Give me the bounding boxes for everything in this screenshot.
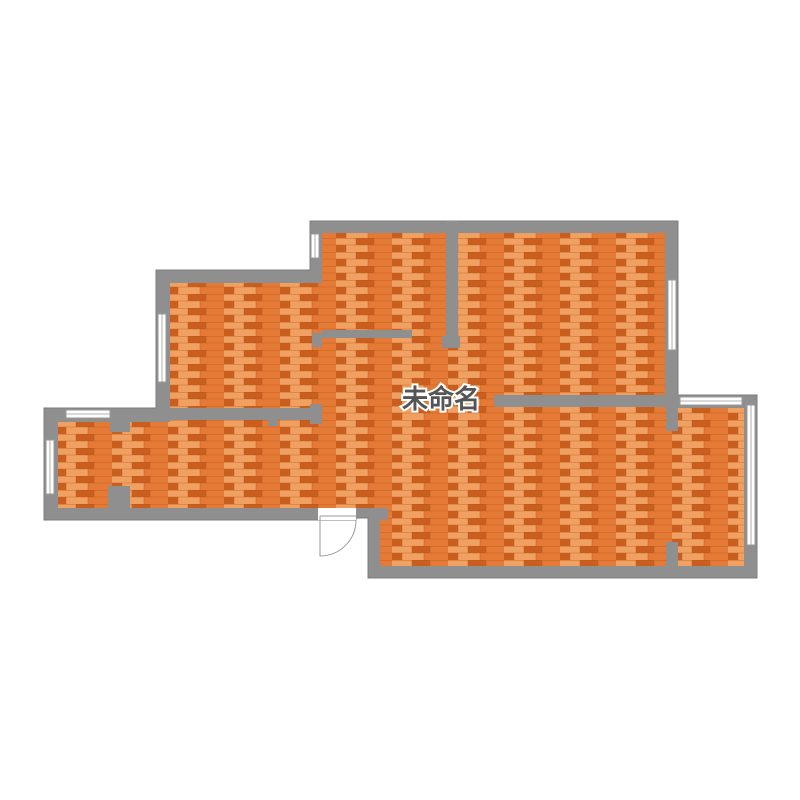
wall-segment bbox=[666, 395, 678, 431]
window-icon bbox=[157, 313, 167, 383]
wall-segment bbox=[110, 420, 130, 432]
wall-segment bbox=[268, 418, 278, 426]
wall-segment bbox=[310, 404, 322, 424]
wall-segment bbox=[156, 408, 322, 420]
wall-segment bbox=[442, 336, 460, 348]
window-icon bbox=[667, 279, 677, 351]
windows bbox=[45, 233, 756, 546]
window-icon bbox=[679, 396, 743, 406]
plan-title: 未命名 bbox=[402, 384, 480, 415]
wall-segment bbox=[494, 395, 678, 407]
wall-segment bbox=[446, 221, 458, 347]
window-icon bbox=[45, 439, 55, 495]
wall-segment bbox=[322, 330, 412, 338]
window-icon bbox=[310, 233, 320, 259]
wall-column bbox=[108, 486, 130, 508]
door-swing-icon bbox=[318, 508, 357, 557]
interior-walls bbox=[108, 221, 678, 566]
wood-floor bbox=[58, 233, 744, 566]
wall-segment bbox=[312, 333, 322, 347]
window-icon bbox=[746, 404, 756, 546]
wall-segment bbox=[666, 542, 678, 566]
window-icon bbox=[65, 409, 111, 419]
wall-segment bbox=[372, 508, 388, 520]
